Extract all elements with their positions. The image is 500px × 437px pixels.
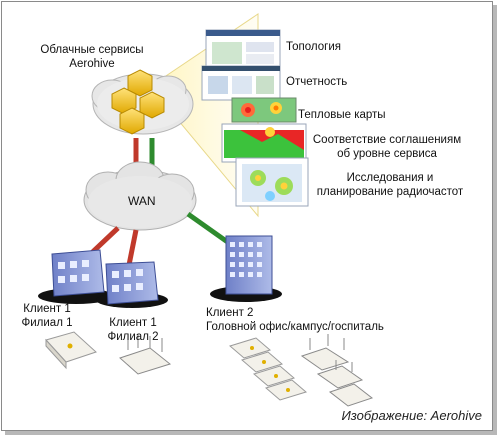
- hq-label: Клиент 2 Головной офис/кампус/госпиталь: [206, 306, 384, 334]
- hq-label-line2: Головной офис/кампус/госпиталь: [206, 321, 384, 333]
- wan-label: WAN: [128, 194, 156, 208]
- branch2-label-line2: Филиал 2: [107, 331, 159, 343]
- topology-screenshot-icon: [205, 29, 281, 71]
- service-topology-label: Топология: [286, 41, 341, 53]
- reporting-screenshot-icon: [201, 65, 281, 101]
- branch2-label-line1: Клиент 1: [109, 317, 157, 329]
- service-rf-line1: Исследования и: [346, 172, 434, 184]
- service-sla-line1: Соответствие соглашениям: [312, 134, 462, 146]
- service-reporting-label: Отчетность: [286, 76, 348, 88]
- heatmap-screenshot-icon: [231, 97, 297, 123]
- cloud-label-line1: Облачные сервисы: [40, 44, 144, 56]
- branch1-access-points-icon: [45, 331, 97, 370]
- image-credit: Изображение: Aerohive: [341, 408, 482, 423]
- service-rf-line2: планирование радиочастот: [316, 186, 464, 198]
- hq-access-points-icon: [228, 334, 374, 407]
- hq-building-icon: [210, 235, 282, 302]
- branch2-building-icon: [96, 261, 168, 308]
- service-rf-label: Исследования и планирование радиочастот: [306, 171, 474, 199]
- branch2-access-point-icon: [119, 334, 172, 375]
- service-sla-label: Соответствие соглашениям об уровне серви…: [304, 133, 470, 161]
- branch1-label: Клиент 1 Филиал 1: [14, 302, 80, 330]
- branch1-label-line1: Клиент 1: [23, 303, 71, 315]
- cloud-label: Облачные сервисы Aerohive: [24, 43, 160, 71]
- branch1-building-icon: [38, 249, 114, 304]
- branch1-label-line2: Филиал 1: [21, 317, 73, 329]
- service-sla-line2: об уровне сервиса: [337, 148, 437, 160]
- branch2-label: Клиент 1 Филиал 2: [100, 316, 166, 344]
- cloud-label-line2: Aerohive: [69, 58, 115, 70]
- rf-planning-screenshot-icon: [235, 157, 309, 207]
- sla-screenshot-icon: [221, 123, 307, 163]
- hq-label-line1: Клиент 2: [206, 307, 254, 319]
- hive-icon: [111, 69, 165, 135]
- wan-cloud: [83, 161, 197, 231]
- service-heatmaps-label: Тепловые карты: [298, 109, 386, 121]
